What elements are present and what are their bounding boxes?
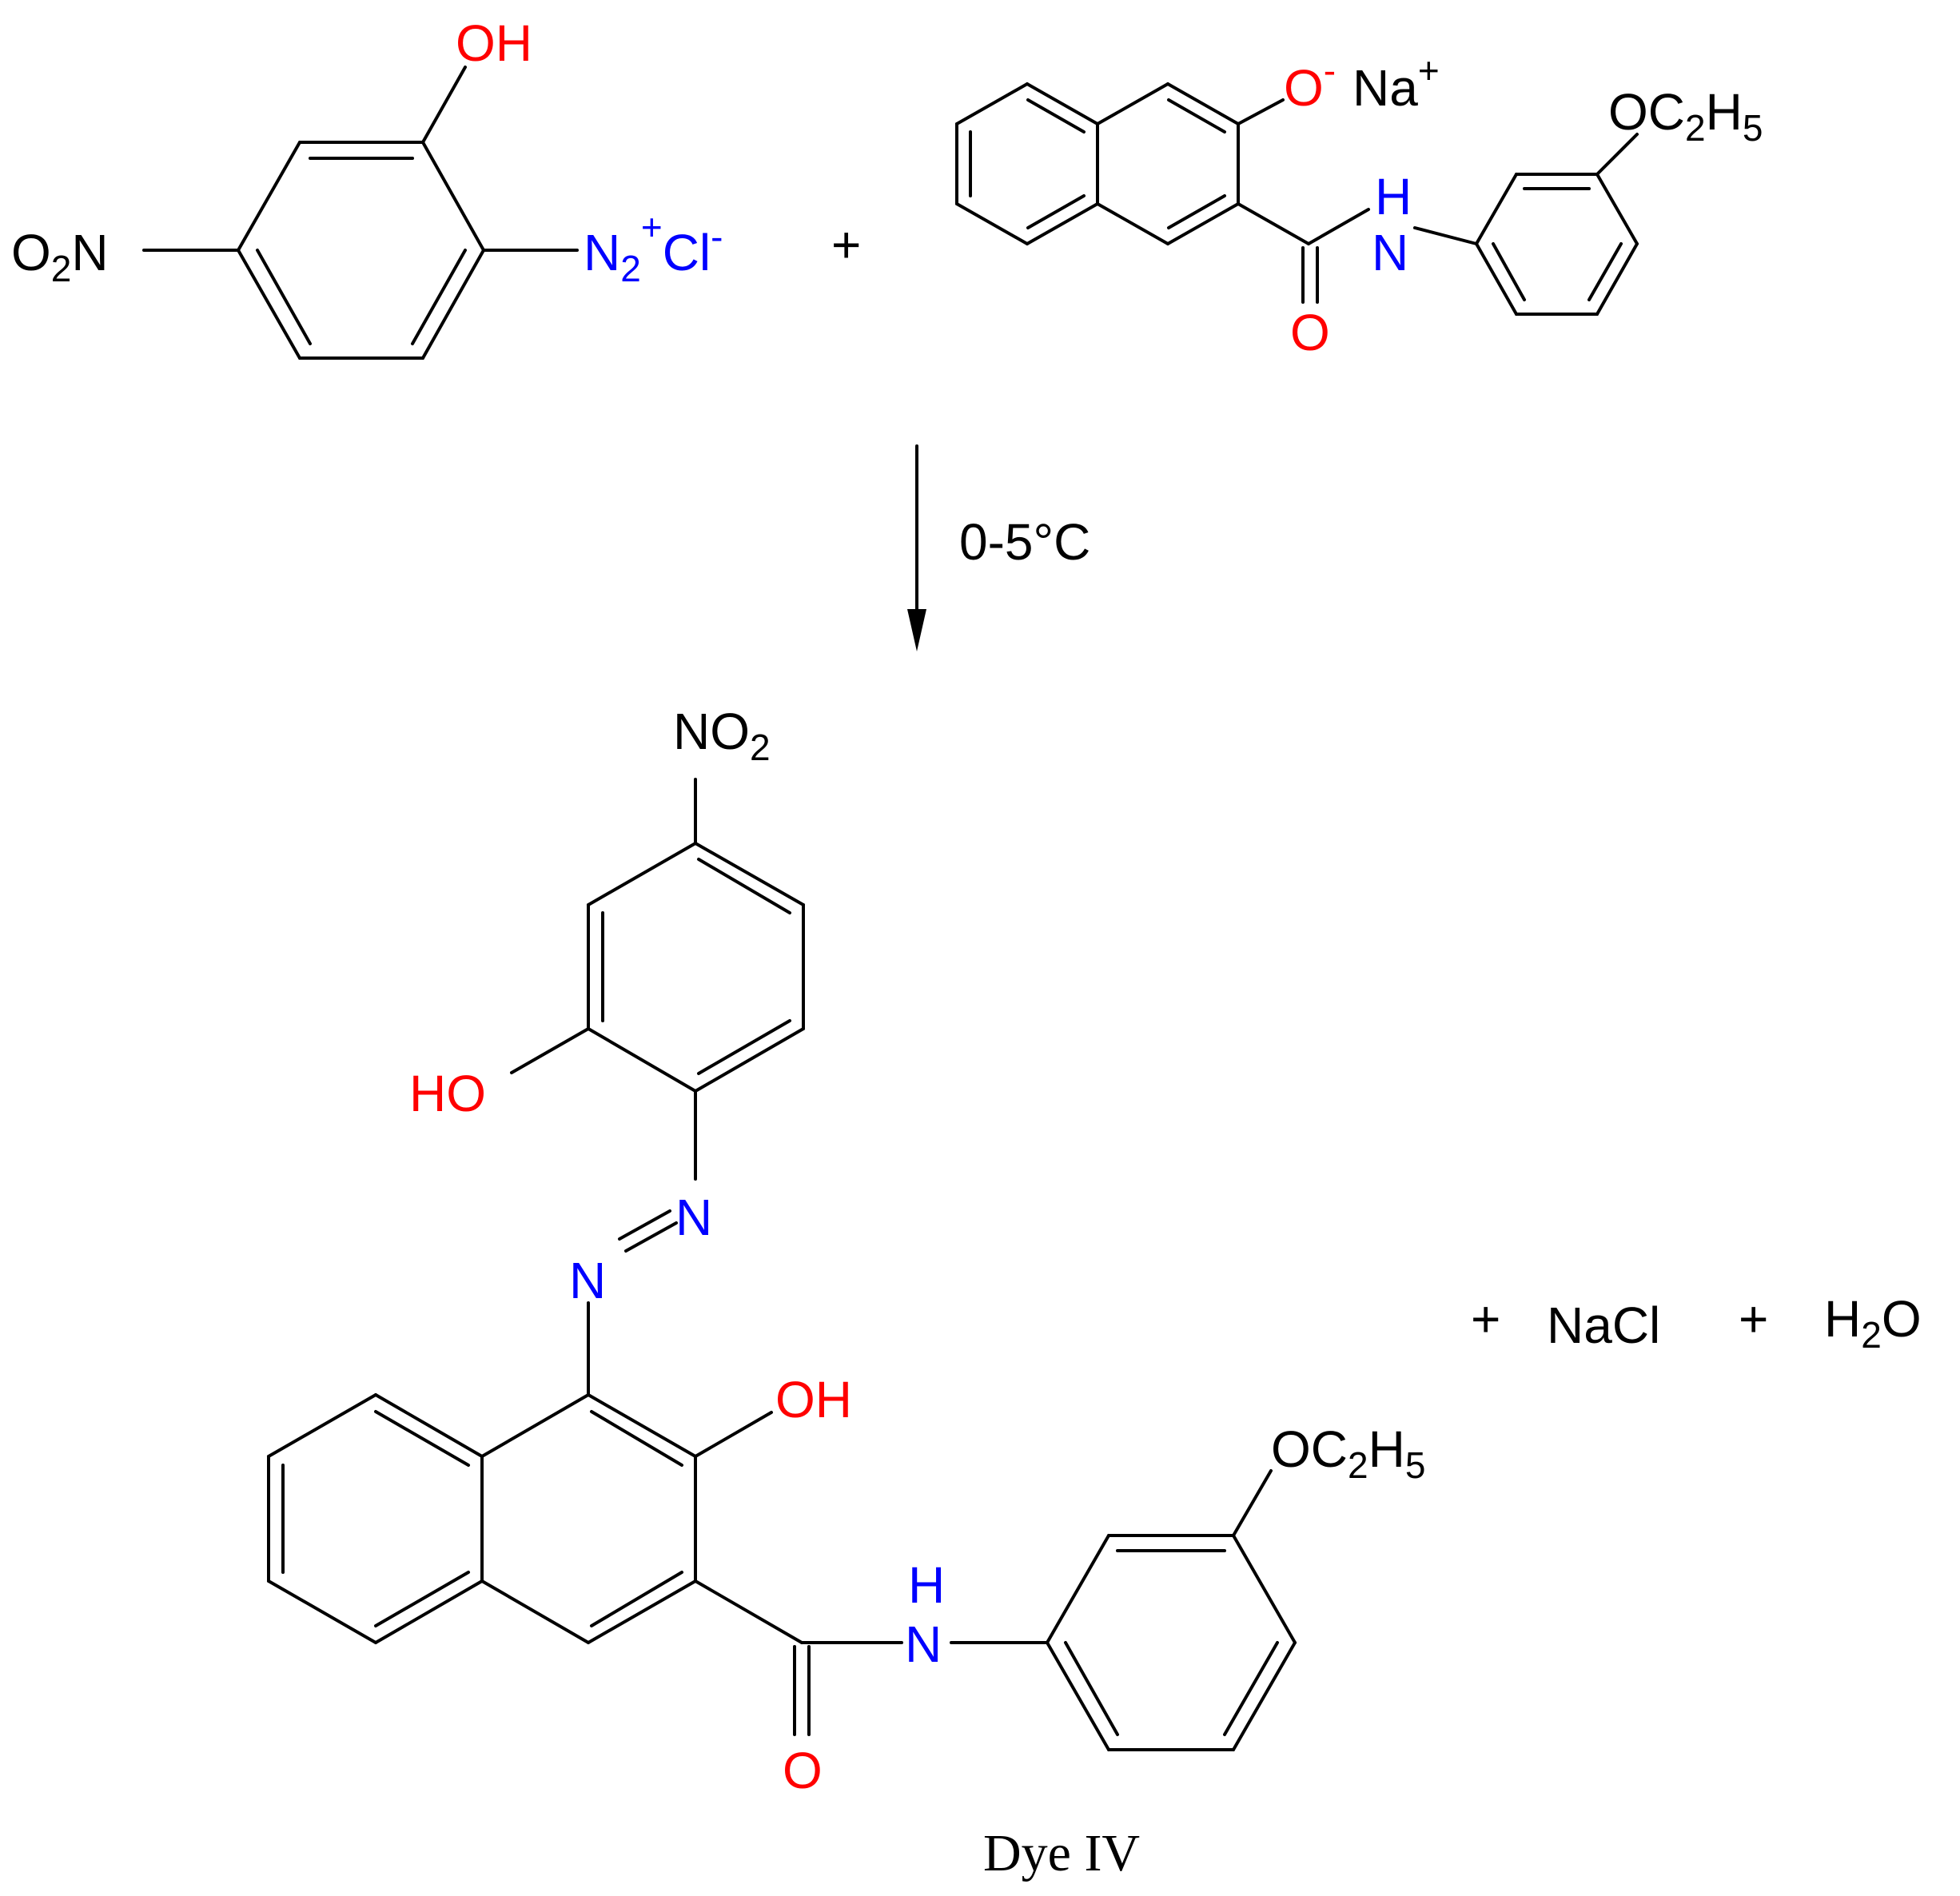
product-azo-n1-label: N <box>675 1189 712 1246</box>
reactant2-carbonyl-label: O <box>1290 304 1330 361</box>
byproducts: + NaCl + H2O <box>1471 1290 1922 1356</box>
reactant1-diazonium-label: N2+Cl- <box>584 206 723 289</box>
product-carbonyl-label: O <box>783 1742 823 1799</box>
product-dye-iv: NO2 HO N N OH OC2H5 H N O Dye IV <box>267 703 1425 1882</box>
reactant-diazonium-salt: OH O2N N2+Cl- <box>11 14 723 360</box>
byproduct-nacl: NaCl <box>1547 1297 1660 1354</box>
product-bonds <box>267 778 1297 1751</box>
reaction-arrow: 0-5°C <box>907 444 1090 651</box>
product-ethoxy-label: OC2H5 <box>1271 1420 1425 1486</box>
product-naphthol-hydroxyl-label: OH <box>775 1371 852 1428</box>
byproduct-plus-1: + <box>1471 1290 1500 1348</box>
reactant2-phenoxide-label: O- <box>1284 50 1336 117</box>
product-nitro-label: NO2 <box>673 703 771 768</box>
product-amide-h-label: H <box>908 1556 945 1614</box>
reactant1-nitro-label: O2N <box>11 224 109 289</box>
product-azo-n2-label: N <box>569 1252 606 1309</box>
reactant2-amide-n-label: N <box>1372 224 1408 281</box>
product-amide-n-label: N <box>905 1615 942 1673</box>
reaction-condition-label: 0-5°C <box>959 513 1090 571</box>
reactant1-bonds <box>142 66 579 360</box>
reactant-naphtholate: O- Na+ OC2H5 H N O <box>955 50 1763 361</box>
product-phenol-hydroxyl-label: HO <box>409 1065 486 1122</box>
reactant-plus-sign: + <box>831 216 861 273</box>
arrow-head <box>907 609 926 651</box>
reactant2-sodium-label: Na+ <box>1352 50 1440 117</box>
reactant2-amide-h-label: H <box>1375 168 1412 225</box>
reactant1-hydroxyl-label: OH <box>456 14 532 72</box>
byproduct-plus-2: + <box>1739 1290 1768 1348</box>
product-caption: Dye IV <box>983 1824 1140 1882</box>
byproduct-water: H2O <box>1824 1290 1922 1356</box>
reactant2-bonds <box>955 82 1639 316</box>
reactant2-ethoxy-label: OC2H5 <box>1608 83 1763 149</box>
